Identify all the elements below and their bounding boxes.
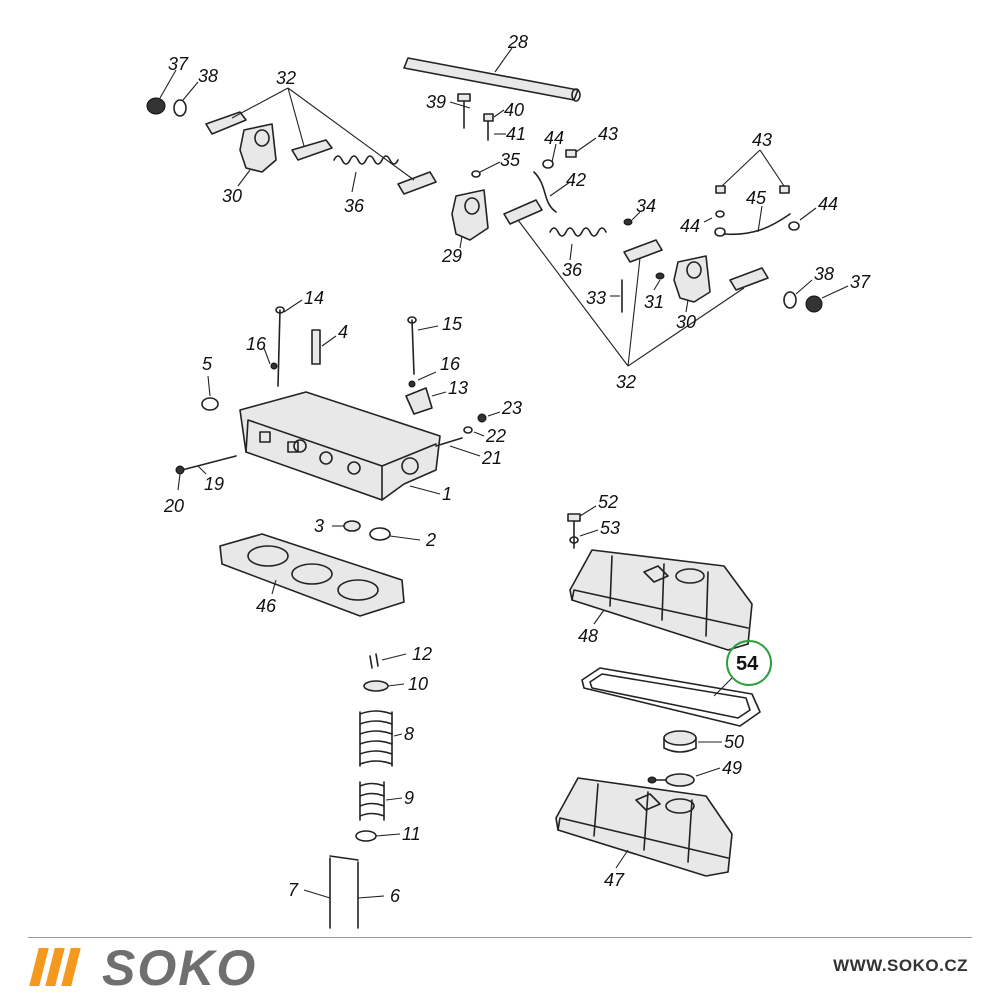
part-label: 44: [544, 128, 564, 148]
part-label: 44: [818, 194, 838, 214]
part-label: 37: [168, 54, 189, 74]
part-label: 39: [426, 92, 446, 112]
part-label: 53: [600, 518, 620, 538]
part-label: 28: [507, 32, 528, 52]
part-label: 47: [604, 870, 625, 890]
part-label: 42: [566, 170, 586, 190]
part-label: 23: [501, 398, 522, 418]
part-label: 13: [448, 378, 468, 398]
brand-stripes-icon: [29, 948, 81, 986]
cover-gasket: [581, 667, 761, 727]
part-label: 32: [276, 68, 296, 88]
part-label: 3: [314, 516, 324, 536]
valve-cover-upper: [567, 505, 753, 651]
part-label: 1: [442, 484, 452, 504]
footer: SOKO WWW.SOKO.CZ: [28, 937, 972, 1001]
oil-filler-caps: [647, 730, 722, 787]
part-label: 36: [344, 196, 365, 216]
part-label: 46: [256, 596, 277, 616]
rocker-assembly-right: [517, 149, 849, 367]
part-label: 30: [222, 186, 242, 206]
part-label: 16: [440, 354, 461, 374]
part-label: 15: [442, 314, 463, 334]
part-label: 6: [390, 886, 401, 906]
part-label: 16: [246, 334, 267, 354]
highlight-callout-label: 54: [736, 653, 759, 675]
part-label: 7: [288, 880, 299, 900]
part-label: 38: [198, 66, 218, 86]
part-label: 11: [402, 824, 421, 844]
part-label: 21: [481, 448, 502, 468]
brand-name: SOKO: [102, 940, 258, 996]
part-label: 29: [441, 246, 462, 266]
part-label: 31: [644, 292, 664, 312]
part-label: 41: [506, 124, 526, 144]
part-label: 45: [746, 188, 767, 208]
part-label: 37: [850, 272, 871, 292]
highlight-callout-ring: [726, 640, 772, 686]
part-label: 4: [338, 322, 348, 342]
part-label: 35: [500, 150, 521, 170]
part-label: 20: [163, 496, 184, 516]
valve-train: [303, 653, 407, 929]
part-labels: 28 37 38 32 39 40 41 43 44 35 42 30 36 2…: [163, 32, 871, 906]
part-label: 19: [204, 474, 224, 494]
part-label: 40: [504, 100, 524, 120]
rocker-assembly-left: [146, 69, 437, 195]
exploded-parts-diagram: 28 37 38 32 39 40 41 43 44 35 42 30 36 2…: [146, 32, 871, 929]
part-label: 12: [412, 644, 432, 664]
part-label: 44: [680, 216, 700, 236]
brand-url[interactable]: WWW.SOKO.CZ: [833, 956, 968, 975]
part-label: 52: [598, 492, 618, 512]
part-label: 10: [408, 674, 428, 694]
part-label: 5: [202, 354, 213, 374]
part-label: 8: [404, 724, 414, 744]
part-label: 32: [616, 372, 636, 392]
part-label: 50: [724, 732, 744, 752]
head-gasket: [219, 533, 405, 617]
part-label: 34: [636, 196, 656, 216]
part-label: 14: [304, 288, 324, 308]
part-label: 43: [598, 124, 618, 144]
rocker-assembly-center: [449, 93, 607, 261]
part-label: 9: [404, 788, 414, 808]
part-label: 33: [586, 288, 606, 308]
part-label: 30: [676, 312, 696, 332]
valve-cover-lower: [555, 777, 733, 877]
part-label: 48: [578, 626, 598, 646]
part-label: 2: [425, 530, 436, 550]
part-label: 38: [814, 264, 834, 284]
part-label: 43: [752, 130, 772, 150]
part-label: 36: [562, 260, 583, 280]
cylinder-head: [175, 299, 501, 541]
part-label: 49: [722, 758, 742, 778]
part-label: 22: [485, 426, 506, 446]
rocker-shaft: [403, 47, 581, 102]
